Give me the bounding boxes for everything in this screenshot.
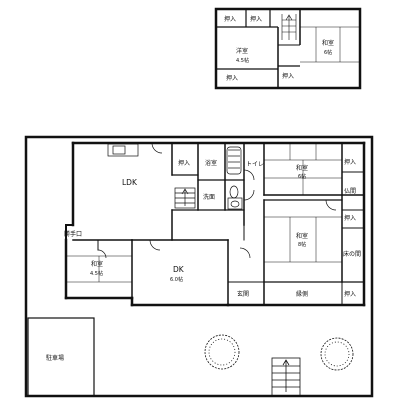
closet-label-a: 押入 (178, 159, 190, 167)
closet-label-r1: 押入 (344, 158, 356, 166)
upper-western-room-size: 4.5帖 (236, 57, 249, 64)
site-boundary (24, 135, 374, 398)
parking-label: 駐車場 (46, 354, 64, 362)
upper-floor (214, 7, 362, 90)
tatami-lines (66, 143, 342, 283)
jroom-mid-name: 和室 (296, 232, 308, 240)
upper-western-room-name: 洋室 (236, 47, 248, 55)
fixtures (97, 142, 337, 259)
upper-japanese-room-size: 6帖 (324, 49, 332, 56)
parking-area (27, 317, 95, 397)
jroom-top-name: 和室 (296, 164, 308, 172)
dk-size: 6.0帖 (170, 276, 183, 283)
garden-tree-left (204, 334, 240, 370)
butsuma-label: 仏間 (344, 188, 356, 195)
upper-japanese-room-name: 和室 (322, 39, 334, 47)
ground-floor-walls (64, 141, 366, 307)
upper-closet-label-2: 押入 (250, 15, 262, 23)
entrance-label: 玄関 (237, 290, 249, 298)
bathroom-label: 浴室 (205, 159, 217, 167)
corridor-label: 縁側 (296, 290, 308, 298)
outdoor-steps (271, 357, 301, 397)
upper-closet-label-1: 押入 (224, 15, 236, 23)
upper-closet-label-4: 押入 (226, 74, 238, 82)
jroom-small-size: 4.5帖 (90, 270, 103, 277)
garden-tree-right (320, 337, 354, 371)
ldk-label: LDK (122, 178, 138, 187)
back-door-label: 勝手口 (64, 230, 82, 238)
tokonoma-label: 床の間 (343, 250, 361, 258)
jroom-small-name: 和室 (91, 260, 103, 268)
upper-closet-label-3: 押入 (282, 72, 294, 80)
closet-label-r3: 押入 (344, 290, 356, 298)
dk-name: DK (173, 265, 185, 274)
jroom-top-size: 6帖 (298, 173, 306, 180)
closet-label-r2: 押入 (344, 214, 356, 222)
jroom-mid-size: 8帖 (298, 241, 306, 248)
toilet-label: トイレ (246, 161, 264, 168)
washroom-label: 洗面 (203, 193, 215, 201)
